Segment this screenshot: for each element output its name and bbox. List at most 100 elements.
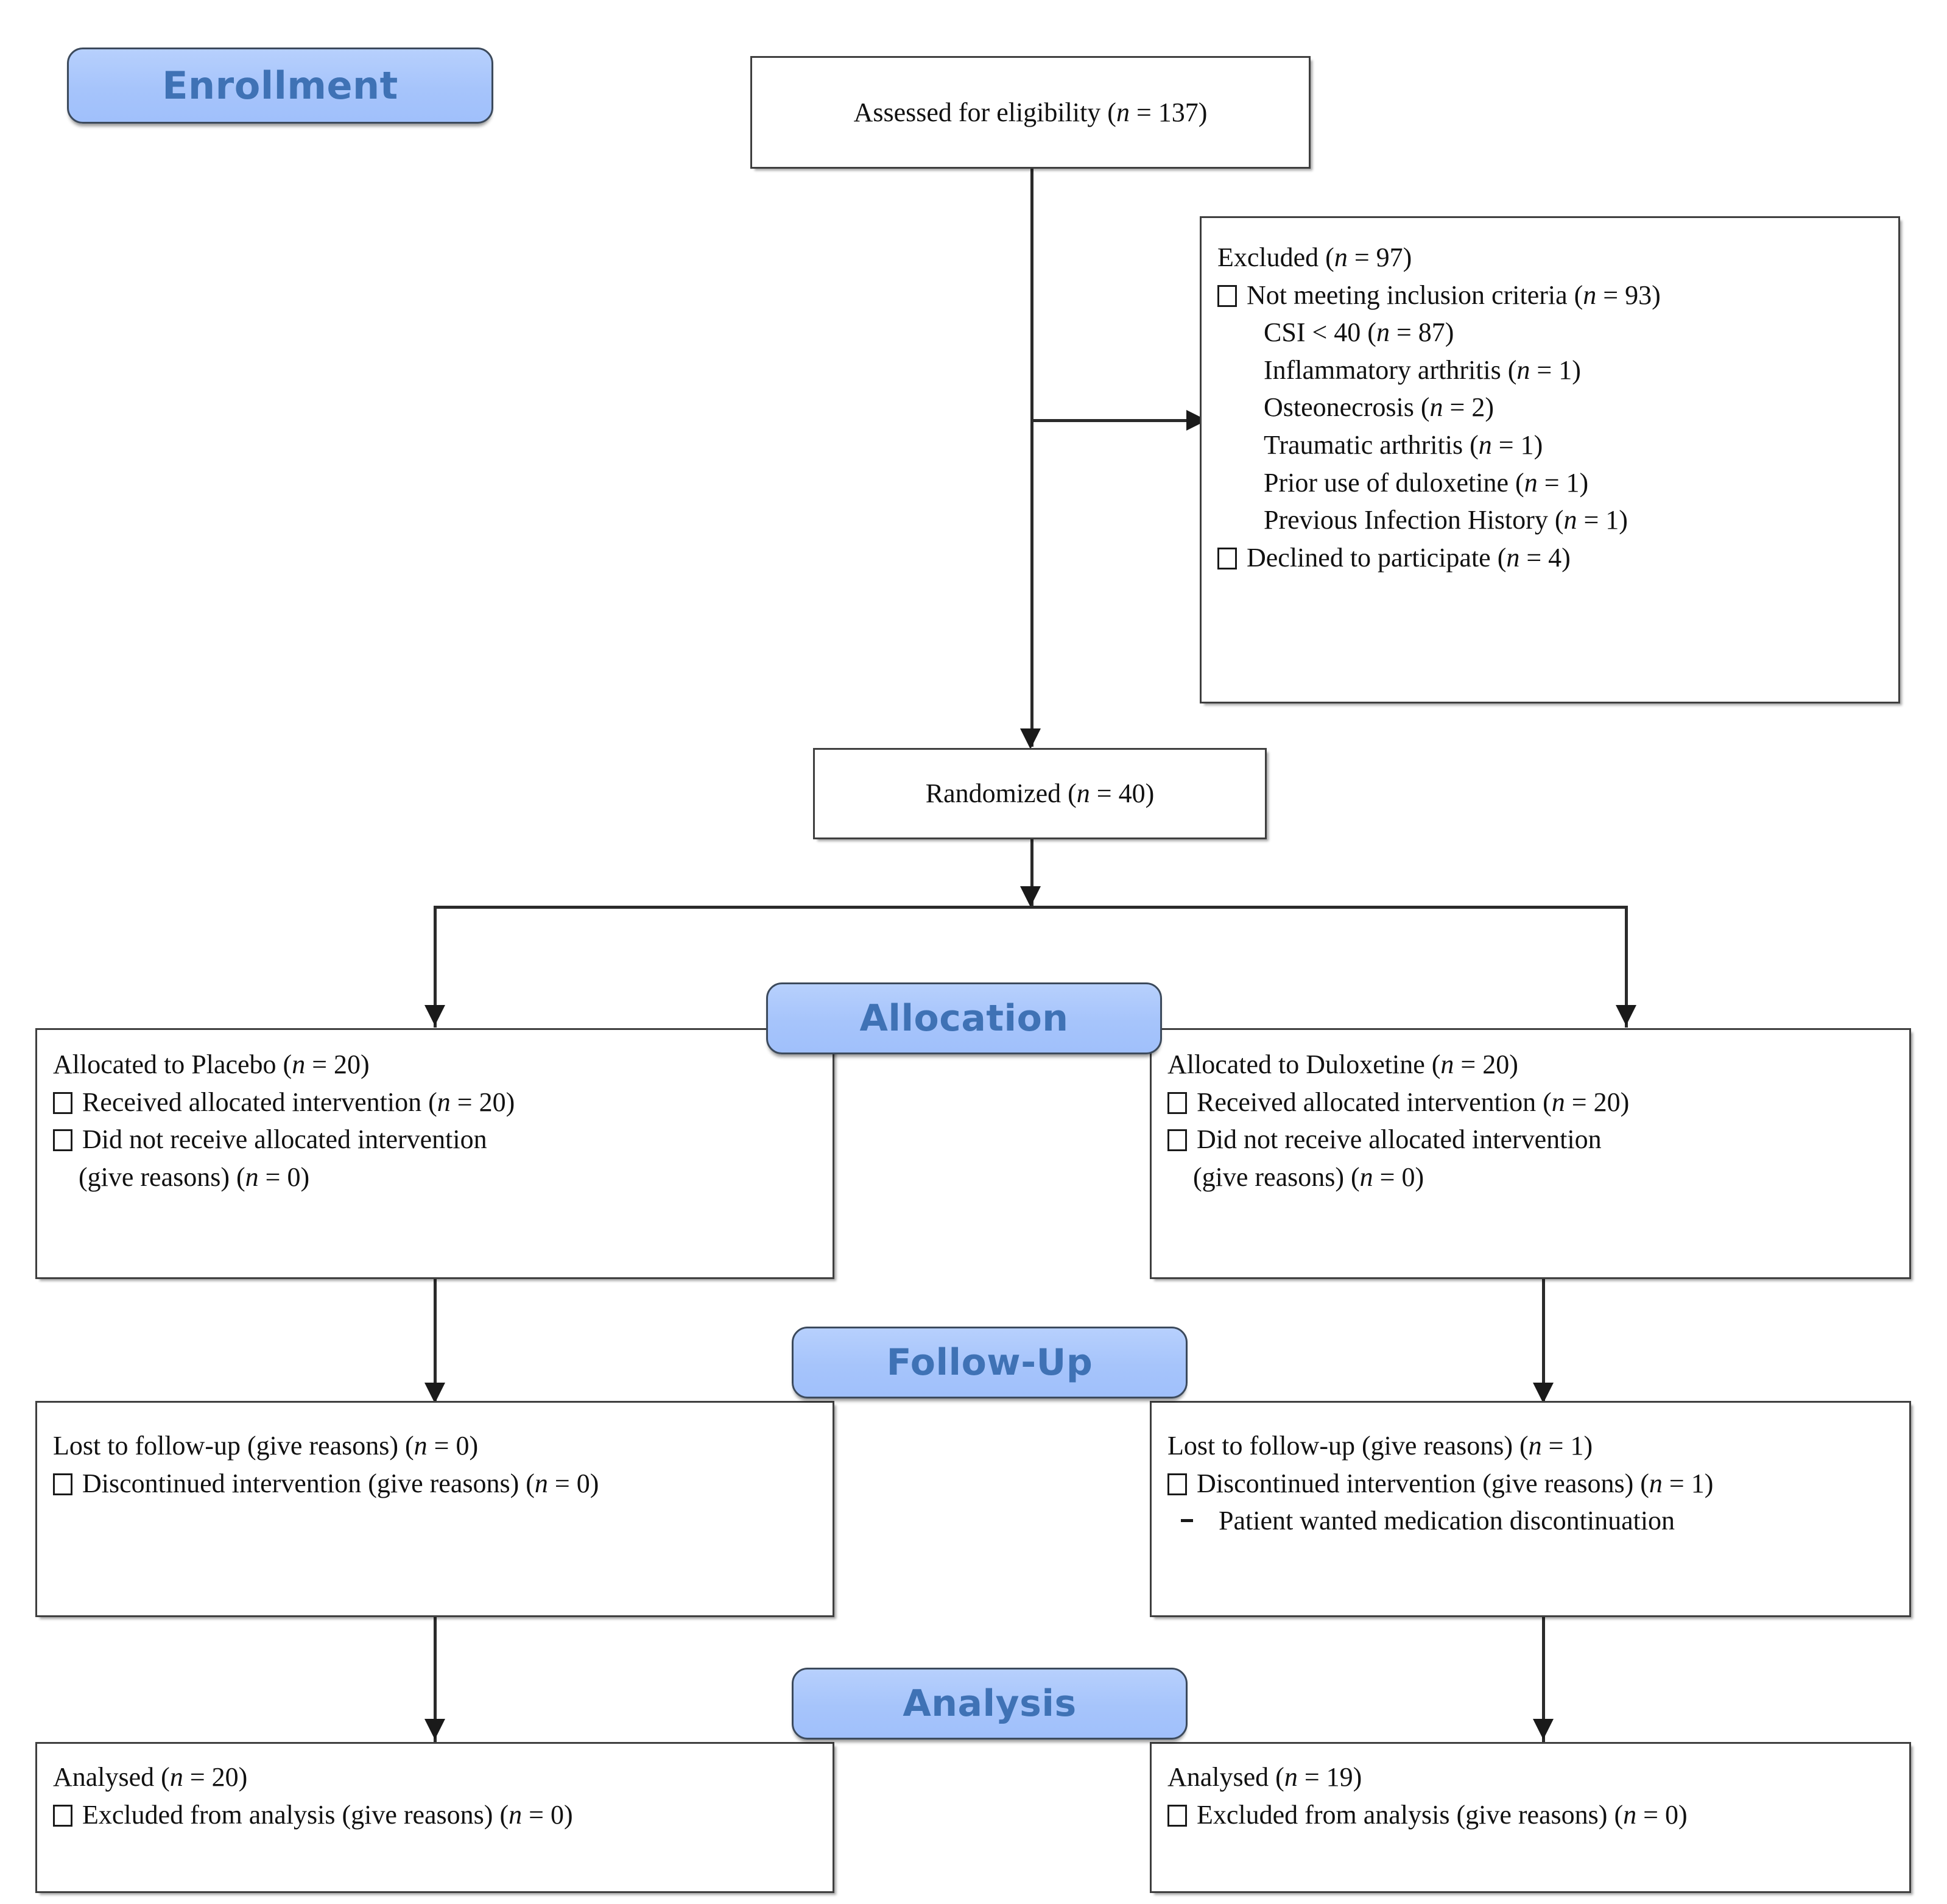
excluded-reason-4-n-value: = 1) [1537, 467, 1589, 498]
alloc-right-heading-n-value: = 20) [1454, 1049, 1518, 1079]
excluded-reason-item: Prior use of duloxetine (n = 1) [1217, 464, 1882, 502]
checkbox-square-icon [1167, 1091, 1187, 1114]
connector-left-alloc-to-followup [434, 1279, 437, 1407]
excluded-reason-0-label: CSI < 40 ( [1264, 317, 1376, 348]
checkbox-square-icon [53, 1804, 72, 1827]
alloc-left-not-received-cont-label: (give reasons) ( [79, 1162, 245, 1192]
excluded-reason-item: Osteonecrosis (n = 2) [1217, 389, 1882, 426]
alloc-right-received-label: Received allocated intervention ( [1197, 1087, 1552, 1117]
box-randomized: Randomized (n = 40) [813, 748, 1267, 839]
randomized-label: Randomized ( [925, 778, 1077, 809]
followup-left-lost: Lost to follow-up (give reasons) (n = 0) [53, 1427, 817, 1465]
analysis-left-excluded-text: Excluded from analysis (give reasons) (n… [82, 1796, 573, 1834]
analysis-right-excluded-row: Excluded from analysis (give reasons) (n… [1167, 1796, 1893, 1834]
checkbox-square-icon [53, 1091, 72, 1114]
excluded-declined-text: Declined to participate (n = 4) [1247, 539, 1571, 577]
box-followup-placebo-content: Lost to follow-up (give reasons) (n = 0)… [37, 1403, 833, 1513]
alloc-right-not-received-cont-label: (give reasons) ( [1193, 1162, 1360, 1192]
excluded-declined-row: Declined to participate (n = 4) [1217, 539, 1882, 577]
assessed-label: Assessed for eligibility ( [853, 97, 1116, 127]
followup-left-discontinued-row: Discontinued intervention (give reasons)… [53, 1465, 817, 1503]
connector-right-followup-to-analysis [1542, 1617, 1545, 1748]
excluded-reason-1-label: Inflammatory arthritis ( [1264, 354, 1517, 385]
box-allocation-duloxetine: Allocated to Duloxetine (n = 20) Receive… [1150, 1028, 1911, 1279]
alloc-left-heading-n-var: n [292, 1049, 306, 1079]
alloc-left-heading: Allocated to Placebo (n = 20) [53, 1046, 817, 1084]
excluded-reason-4-label: Prior use of duloxetine ( [1264, 467, 1524, 498]
excluded-reason-2-n-value: = 2) [1443, 392, 1494, 423]
stage-label-followup-text: Follow-Up [886, 1341, 1093, 1384]
excluded-not-meeting-label: Not meeting inclusion criteria ( [1247, 280, 1583, 310]
analysis-left-excluded-label: Excluded from analysis (give reasons) ( [82, 1799, 509, 1830]
dash-bullet-icon [1181, 1519, 1193, 1523]
arrow-into-right-allocation-icon [1616, 1005, 1636, 1026]
box-randomized-content: Randomized (n = 40) [815, 750, 1265, 837]
excluded-reason-2-n-var: n [1429, 392, 1443, 423]
box-followup-placebo: Lost to follow-up (give reasons) (n = 0)… [35, 1401, 834, 1617]
excluded-declined-n-var: n [1506, 542, 1520, 573]
alloc-left-not-received-n-var: n [245, 1162, 259, 1192]
randomized-n-value: = 40) [1090, 778, 1155, 809]
checkbox-square-icon [1167, 1473, 1187, 1495]
analysis-right-analysed-n-var: n [1284, 1762, 1298, 1792]
box-assessed-content: Assessed for eligibility (n = 137) [752, 58, 1309, 167]
checkbox-square-icon [53, 1129, 72, 1152]
alloc-right-received-row: Received allocated intervention (n = 20) [1167, 1084, 1893, 1121]
excluded-not-meeting-n-value: = 93) [1596, 280, 1661, 310]
alloc-right-not-received-row: Did not receive allocated intervention [1167, 1121, 1893, 1158]
alloc-right-not-received-label: Did not receive allocated intervention [1197, 1124, 1602, 1155]
assessed-n-value: = 137) [1129, 97, 1208, 127]
excluded-heading-n-var: n [1334, 242, 1348, 272]
box-followup-duloxetine-content: Lost to follow-up (give reasons) (n = 1)… [1152, 1403, 1909, 1551]
stage-label-enrollment-text: Enrollment [162, 63, 398, 108]
followup-left-discontinued-n-var: n [534, 1468, 548, 1498]
excluded-declined-label: Declined to participate ( [1247, 542, 1507, 573]
analysis-left-excluded-n-var: n [509, 1799, 523, 1830]
alloc-left-received-label: Received allocated intervention ( [82, 1087, 437, 1117]
excluded-reason-3-n-var: n [1478, 429, 1492, 460]
checkbox-square-icon [1167, 1129, 1187, 1152]
followup-right-discontinued-text: Discontinued intervention (give reasons)… [1197, 1465, 1713, 1503]
connector-split-right [1625, 906, 1628, 1028]
box-excluded-content: Excluded (n = 97) Not meeting inclusion … [1202, 218, 1898, 587]
alloc-left-not-received-cont: (give reasons) (n = 0) [53, 1158, 817, 1196]
excluded-reason-5-label: Previous Infection History ( [1264, 505, 1564, 535]
followup-left-discontinued-label: Discontinued intervention (give reasons)… [82, 1468, 535, 1498]
randomized-n-var: n [1076, 778, 1090, 809]
followup-right-reason-label: Patient wanted medication discontinuatio… [1219, 1506, 1675, 1536]
checkbox-square-icon [53, 1473, 72, 1495]
box-analysis-duloxetine-content: Analysed (n = 19) Excluded from analysis… [1152, 1744, 1909, 1844]
analysis-left-analysed-label: Analysed ( [53, 1762, 170, 1792]
alloc-right-heading: Allocated to Duloxetine (n = 20) [1167, 1046, 1893, 1084]
excluded-heading-n-value: = 97) [1347, 242, 1412, 272]
connector-randomized-down [1030, 839, 1033, 906]
followup-right-lost: Lost to follow-up (give reasons) (n = 1) [1167, 1427, 1893, 1465]
followup-left-discontinued-n-value: = 0) [547, 1468, 599, 1498]
alloc-right-received-n-value: = 20) [1565, 1087, 1630, 1117]
excluded-reason-5-n-value: = 1) [1577, 505, 1628, 535]
followup-left-lost-n-value: = 0) [427, 1431, 479, 1461]
followup-left-discontinued-text: Discontinued intervention (give reasons)… [82, 1465, 599, 1503]
excluded-not-meeting-row: Not meeting inclusion criteria (n = 93) [1217, 277, 1882, 314]
alloc-right-received-n-var: n [1551, 1087, 1565, 1117]
followup-left-lost-label: Lost to follow-up (give reasons) ( [53, 1431, 414, 1461]
analysis-left-analysed-n-var: n [169, 1762, 183, 1792]
box-analysis-placebo-content: Analysed (n = 20) Excluded from analysis… [37, 1744, 833, 1844]
alloc-left-not-received-n-value: = 0) [258, 1162, 310, 1192]
box-followup-duloxetine: Lost to follow-up (give reasons) (n = 1)… [1150, 1401, 1911, 1617]
arrow-into-left-followup-icon [424, 1383, 445, 1403]
alloc-left-not-received-label: Did not receive allocated intervention [82, 1124, 487, 1155]
arrow-into-left-allocation-icon [424, 1005, 445, 1026]
arrow-into-left-analysis-icon [424, 1719, 445, 1740]
excluded-not-meeting-text: Not meeting inclusion criteria (n = 93) [1247, 277, 1661, 314]
stage-label-analysis: Analysis [792, 1668, 1188, 1740]
checkbox-square-icon [1217, 547, 1237, 569]
arrow-into-right-analysis-icon [1533, 1719, 1554, 1740]
box-allocation-duloxetine-content: Allocated to Duloxetine (n = 20) Receive… [1152, 1030, 1909, 1207]
alloc-right-not-received-n-var: n [1359, 1162, 1373, 1192]
excluded-reason-0-n-var: n [1376, 317, 1390, 348]
analysis-left-excluded-n-value: = 0) [522, 1799, 573, 1830]
connector-assessed-to-randomized [1030, 168, 1033, 747]
analysis-left-excluded-row: Excluded from analysis (give reasons) (n… [53, 1796, 817, 1834]
